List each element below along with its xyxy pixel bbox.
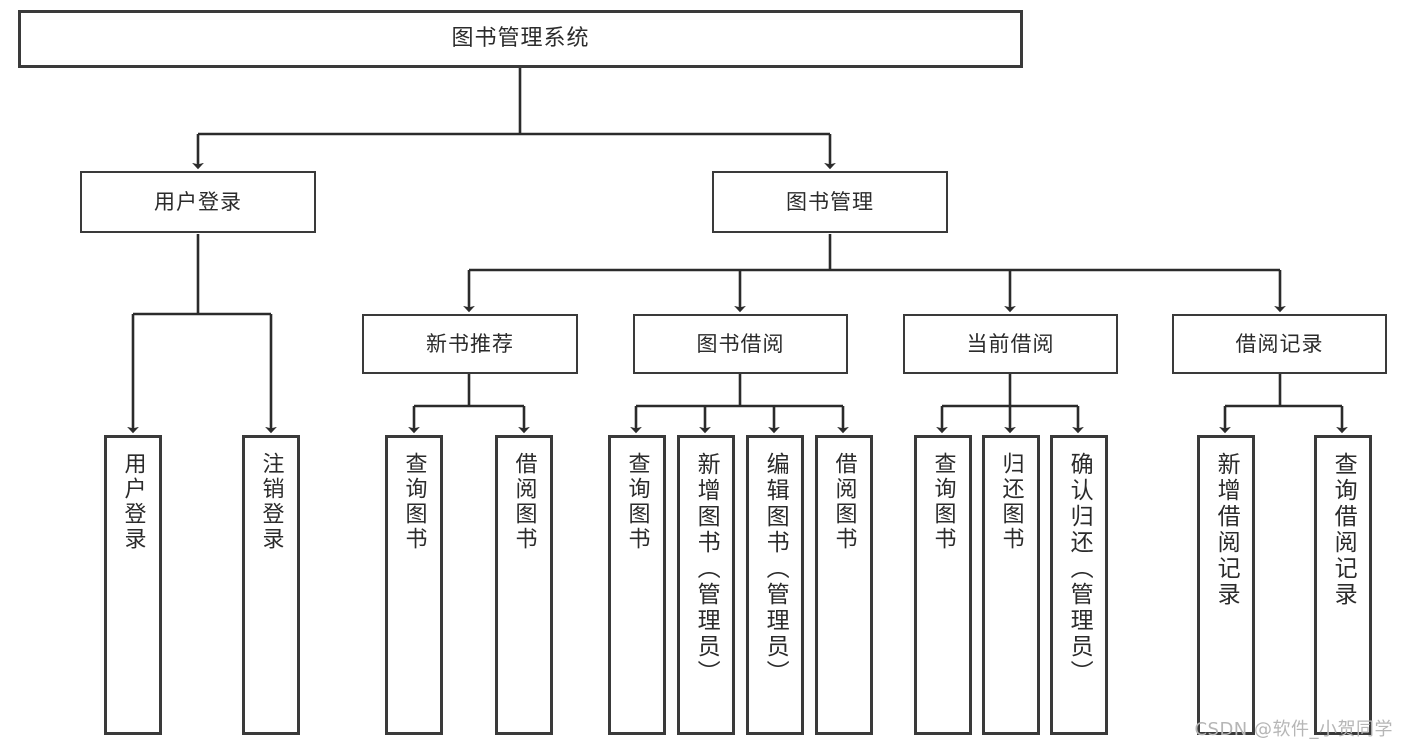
node-label: 查询图书	[930, 452, 956, 552]
node-label: 图书借阅	[696, 331, 785, 356]
leaf-user-login-signin[interactable]: 用户登录	[104, 435, 162, 735]
leaf-current-borrow-return[interactable]: 归还图书	[982, 435, 1040, 735]
leaf-user-login-signout[interactable]: 注销登录	[242, 435, 300, 735]
node-user-login[interactable]: 用户登录	[80, 171, 316, 233]
node-book-management[interactable]: 图书管理	[712, 171, 948, 233]
node-borrow-record[interactable]: 借阅记录	[1172, 314, 1387, 374]
node-label: 图书管理系统	[451, 26, 590, 52]
leaf-current-borrow-confirm-return[interactable]: 确认归还（管理员）	[1050, 435, 1108, 735]
node-label: 图书管理	[786, 189, 874, 214]
leaf-book-borrow-add[interactable]: 新增图书（管理员）	[677, 435, 735, 735]
node-label: 归还图书	[998, 452, 1024, 552]
leaf-current-borrow-query[interactable]: 查询图书	[914, 435, 972, 735]
leaf-book-borrow-borrow[interactable]: 借阅图书	[815, 435, 873, 735]
node-new-book-recommend[interactable]: 新书推荐	[362, 314, 578, 374]
node-label: 用户登录	[154, 189, 242, 214]
node-label: 编辑图书（管理员）	[762, 452, 789, 686]
node-root-system[interactable]: 图书管理系统	[18, 10, 1023, 68]
node-label: 新书推荐	[426, 331, 514, 356]
leaf-borrow-record-query[interactable]: 查询借阅记录	[1314, 435, 1372, 735]
node-label: 查询图书	[401, 452, 427, 552]
node-label: 用户登录	[120, 452, 146, 552]
node-label: 查询借阅记录	[1330, 452, 1357, 608]
node-label: 新增借阅记录	[1213, 452, 1240, 608]
node-label: 借阅图书	[831, 452, 857, 552]
leaf-book-borrow-query[interactable]: 查询图书	[608, 435, 666, 735]
leaf-new-book-borrow[interactable]: 借阅图书	[495, 435, 553, 735]
node-label: 借阅图书	[511, 452, 537, 552]
leaf-book-borrow-edit[interactable]: 编辑图书（管理员）	[746, 435, 804, 735]
node-label: 当前借阅	[966, 331, 1055, 356]
node-label: 借阅记录	[1235, 331, 1324, 356]
node-label: 新增图书（管理员）	[693, 452, 720, 686]
leaf-borrow-record-add[interactable]: 新增借阅记录	[1197, 435, 1255, 735]
node-book-borrow[interactable]: 图书借阅	[633, 314, 848, 374]
node-label: 注销登录	[258, 452, 284, 552]
node-label: 查询图书	[624, 452, 650, 552]
node-current-borrow[interactable]: 当前借阅	[903, 314, 1118, 374]
node-label: 确认归还（管理员）	[1066, 452, 1093, 686]
csdn-watermark: CSDN @软件_小贺同学	[1194, 719, 1393, 740]
leaf-new-book-query[interactable]: 查询图书	[385, 435, 443, 735]
